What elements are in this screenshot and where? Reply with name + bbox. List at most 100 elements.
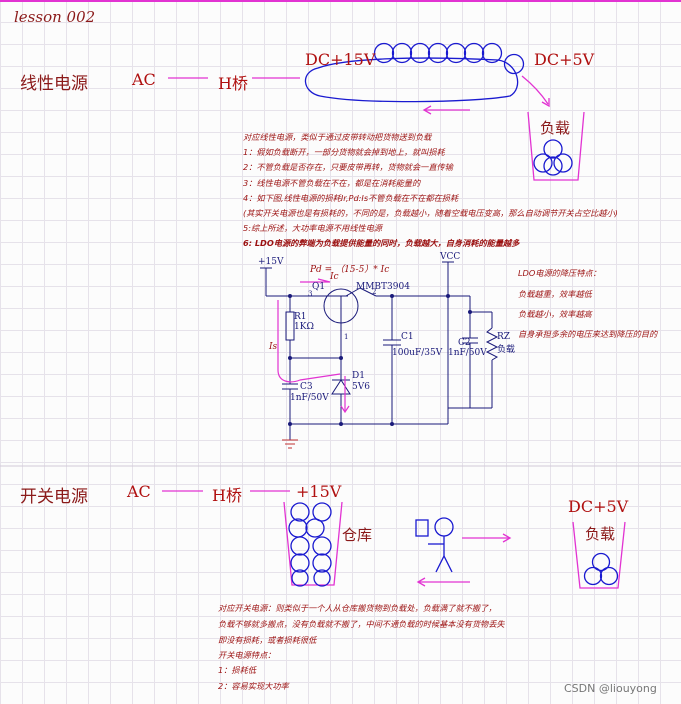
belt-good <box>391 42 413 64</box>
load-good <box>599 566 619 586</box>
deliver-arrowhead <box>502 533 512 543</box>
wire <box>359 287 377 297</box>
linear-load-label: 负载 <box>540 119 571 137</box>
load-cup <box>572 521 626 589</box>
top-border <box>0 0 681 2</box>
ldo-point: 自身承担多余的电压来达到降压的目的 <box>518 329 658 339</box>
linear-dc-out-label: DC+5V <box>534 50 595 69</box>
carried-box <box>415 519 429 537</box>
ldo-circuit <box>260 261 499 440</box>
belt-good <box>503 53 525 75</box>
warehouse-good <box>290 553 310 573</box>
switching-note: 2：容易实现大功率 <box>218 681 289 691</box>
belt-return-arrowhead <box>422 105 432 115</box>
person-head <box>434 517 454 537</box>
ldo-title: LDO电源的降压特点： <box>518 268 601 278</box>
switching-note: 对应开关电源：则类似于一个人从仓库搬货物到负载处，负载满了就不搬了， <box>218 603 497 613</box>
load-good <box>583 566 603 586</box>
load-good <box>543 156 563 176</box>
vcc-label: VCC <box>440 252 461 262</box>
lesson-title: lesson 002 <box>14 8 96 26</box>
load-goods <box>583 552 619 586</box>
conveyor-belt <box>304 57 519 103</box>
c3-value: 1nF/50V <box>290 393 329 403</box>
load-good <box>553 153 573 173</box>
v-in-label: +15V <box>258 257 284 267</box>
linear-note: (其实开关电源也是有损耗的，不同的是，负载越小，随着空载电压变高，那么自动调节开… <box>243 208 618 218</box>
pin-label: 1 <box>344 333 349 341</box>
rz-label: RZ <box>497 332 511 342</box>
pin-label: 3 <box>308 290 313 298</box>
c2-value: 1nF/50V <box>448 348 487 358</box>
warehouse-label: 仓库 <box>342 526 373 544</box>
c2-label: C2 <box>458 338 471 348</box>
linear-note: 5:综上所述，大功率电源不用线性电源 <box>243 223 382 233</box>
rz-resistor <box>485 327 499 361</box>
warehouse-good <box>290 536 310 556</box>
linear-bridge-label: H桥 <box>218 74 248 93</box>
warehouse-good <box>290 502 310 522</box>
ground-symbol <box>282 439 298 449</box>
linear-dc-in-label: DC+15V <box>305 50 376 69</box>
linear-note: 对应线性电源，类似于通过皮带转动把货物送到负载 <box>243 132 432 142</box>
linear-note: 4：如下图,线性电源的损耗Ir,Pd:Is不管负载在不在都在损耗 <box>243 193 459 203</box>
warehouse-good <box>313 569 331 587</box>
c3-label: C3 <box>300 382 313 392</box>
c1-value: 100uF/35V <box>392 348 443 358</box>
is-arrowhead <box>340 405 350 414</box>
is-path <box>277 300 341 383</box>
current-arrows <box>277 278 350 414</box>
pin-label: 2 <box>372 288 377 296</box>
linear-note: 1：假如负载断开，一部分货物就会掉到地上，就叫损耗 <box>243 147 445 157</box>
r1-value: 1KΩ <box>294 322 314 332</box>
switching-note: 负载不够就多搬点，没有负载就不搬了，中间不通负载的时候基本没有货物丢失 <box>218 619 505 629</box>
warehouse-good <box>312 553 332 573</box>
c1-label: C1 <box>401 332 414 342</box>
person-leg <box>443 555 453 573</box>
load-cup <box>527 111 585 181</box>
q1-label: Q1 <box>312 282 326 292</box>
d1-value: 5V6 <box>352 382 370 392</box>
drop-arrow <box>521 75 549 105</box>
belt-good <box>409 42 431 64</box>
junction-dots <box>288 294 472 426</box>
switching-load-label: 负载 <box>585 525 616 543</box>
load-good <box>543 139 563 159</box>
linear-note: 2：不管负载是否存在，只要皮带再转，货物就会一直传输 <box>243 162 453 172</box>
switching-section-title: 开关电源 <box>20 487 88 507</box>
belt-good <box>481 42 503 64</box>
is-label: Is <box>269 342 278 352</box>
drop-arrowhead <box>541 98 550 108</box>
watermark: CSDN @liouyong <box>564 682 657 695</box>
ic-arrow <box>300 278 331 283</box>
warehouse-goods <box>288 502 332 587</box>
ldo-point: 负载越小，效率越高 <box>518 309 592 319</box>
r1-label: R1 <box>294 312 307 322</box>
d1-zener <box>331 379 351 395</box>
warehouse-good <box>312 502 332 522</box>
q1-emitter <box>345 287 361 297</box>
switching-note: 即没有损耗，或者损耗很低 <box>218 635 317 645</box>
switching-note: 1：损耗低 <box>218 665 256 675</box>
belt-good <box>373 42 395 64</box>
linear-note: 6: LDO电源的弊端为负载提供能量的同时，负载越大，自身消耗的能量越多 <box>243 238 520 248</box>
switching-dc-in-label: +15V <box>296 482 342 501</box>
belt-goods <box>373 42 525 75</box>
r1-resistor <box>285 311 295 341</box>
person-leg <box>435 555 445 573</box>
ic-label: Ic <box>330 272 339 282</box>
warehouse-good <box>305 518 325 538</box>
linear-section-title: 线性电源 <box>20 74 88 94</box>
switching-bridge-label: H桥 <box>212 486 242 505</box>
d1-label: D1 <box>352 371 365 381</box>
switching-ac-label: AC <box>127 482 151 501</box>
warehouse-good <box>291 569 309 587</box>
person-figure <box>415 517 454 573</box>
warehouse-good <box>312 536 332 556</box>
load-good <box>533 153 553 173</box>
linear-ac-label: AC <box>132 70 156 89</box>
load-good <box>591 552 611 572</box>
return-arrowhead <box>416 577 426 587</box>
belt-good <box>427 42 449 64</box>
